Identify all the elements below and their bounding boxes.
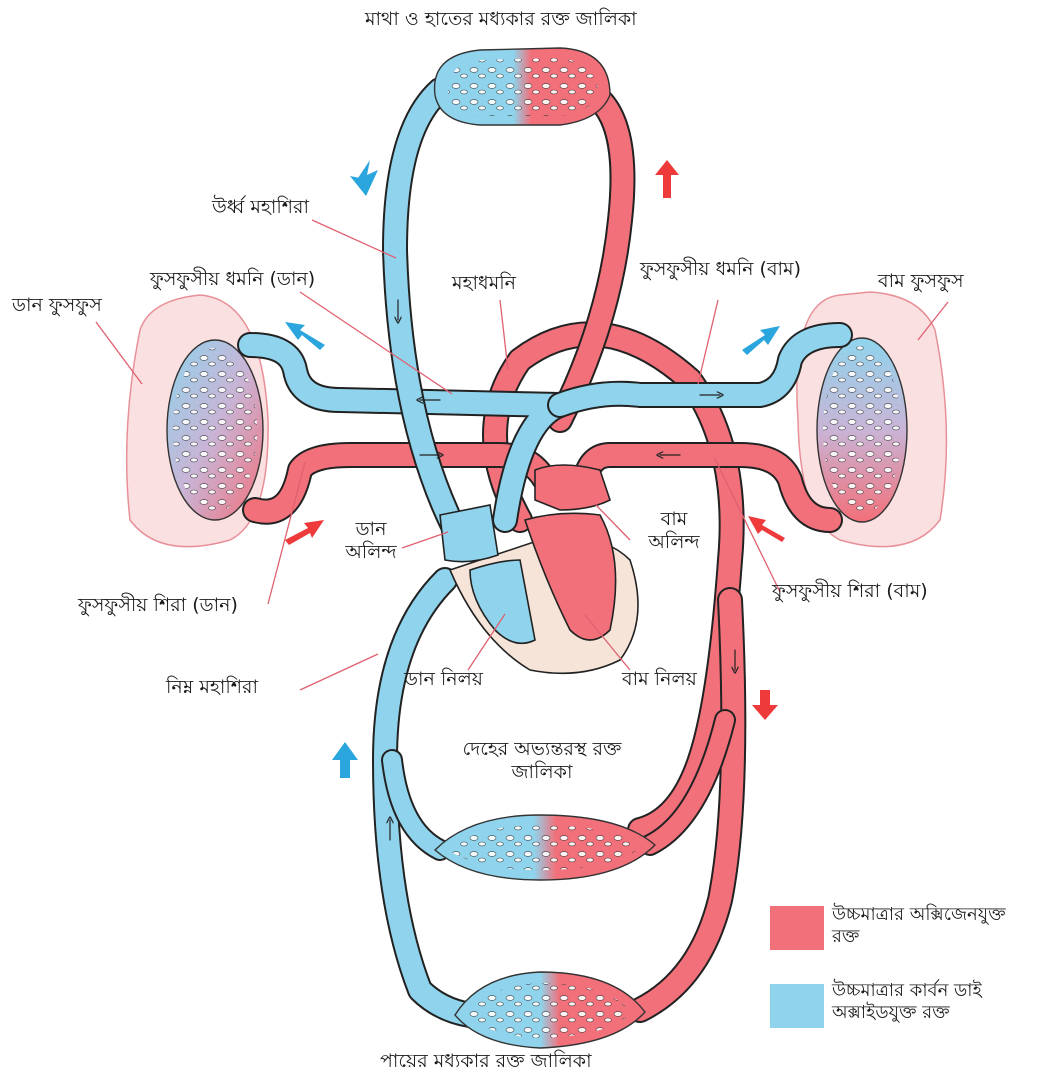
legend-oxygenated-label: উচ্চমাত্রার অক্সিজেনযুক্ত রক্ত [832,904,1032,947]
head-capillaries-label: মাথা ও হাতের মধ্যকার রক্ত জালিকা [365,8,637,31]
arrow-red-up-head [655,160,679,198]
left-lung-capillary [817,338,907,522]
superior-vena-cava-label: উর্ধ্ব মহাশিরা [212,196,309,219]
left-ventricle-label: বাম নিলয় [622,668,697,691]
arrow-blue-svc [350,160,378,196]
left-lung-label: বাম ফুসফুস [878,270,964,293]
right-atrium-label: ডান অলিন্দ [336,518,406,564]
arrow-blue-left-lung [742,326,780,355]
left-atrium-label: বাম অলিন্দ [636,508,712,554]
right-lung-capillary [167,340,263,520]
body-capillaries-label: দেহের অভ্যন্তরস্থ রক্ত জালিকা [452,738,632,784]
right-lung-label: ডান ফুসফুস [12,294,102,317]
legend-oxygenated-swatch [770,906,824,950]
heart [440,465,638,673]
left-atrium-shape [535,465,610,510]
arrow-red-down [752,690,778,720]
arrow-red-right-vein [285,520,324,545]
leg-capillary [455,972,645,1048]
pulmonary-artery-right-label: ফুসফুসীয় ধমনি (ডান) [150,268,315,291]
legend-deoxygenated-label: উচ্চমাত্রার কার্বন ডাই অক্সাইডযুক্ত রক্ত [832,980,1037,1023]
legend-deoxygenated-swatch [770,984,824,1028]
pulmonary-vein-right-label: ফুসফুসীয় শিরা (ডান) [78,594,238,617]
aorta-label: মহাধমনি [452,272,516,295]
pulmonary-vein-left-label: ফুসফুসীয় শিরা (বাম) [772,580,928,603]
pulmonary-artery-left-label: ফুসফুসীয় ধমনি (বাম) [640,258,801,281]
head-capillary [435,48,610,125]
right-atrium-shape [440,505,498,562]
right-ventricle-label: ডান নিলয় [404,668,483,691]
inferior-vena-cava-label: নিম্ন মহাশিরা [166,676,258,699]
arrow-blue-up-ivc [332,742,358,778]
leg-capillaries-label: পায়ের মধ্যকার রক্ত জালিকা [380,1050,592,1073]
body-capillary [435,815,655,880]
